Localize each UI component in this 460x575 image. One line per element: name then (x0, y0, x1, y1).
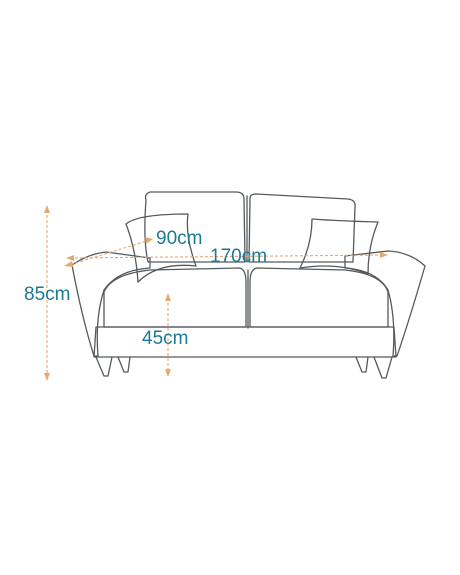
right-arm (344, 250, 426, 357)
left-arm (71, 251, 151, 357)
throw-pillow-left (125, 213, 197, 283)
throw-pillow-right (299, 218, 379, 275)
sofa-base (93, 326, 397, 358)
seat-cushion-right (249, 267, 389, 328)
leg-right-front (373, 356, 393, 379)
height-label: 85cm (24, 284, 70, 305)
seat-height-label: 45cm (142, 328, 188, 349)
back-cushion-left (144, 191, 246, 263)
leg-right-back (355, 356, 369, 373)
leg-left-front (95, 356, 113, 377)
width-label: 170cm (210, 246, 267, 267)
depth-label: 90cm (156, 228, 202, 249)
seat-cushion-left (103, 267, 247, 328)
depth-dimension-line (65, 239, 151, 267)
width-dimension-line (69, 254, 385, 259)
sofa-drawing (71, 191, 426, 379)
dimension-lines (44, 205, 388, 381)
leg-left-back (117, 356, 131, 373)
back-cushion-right (248, 193, 356, 263)
